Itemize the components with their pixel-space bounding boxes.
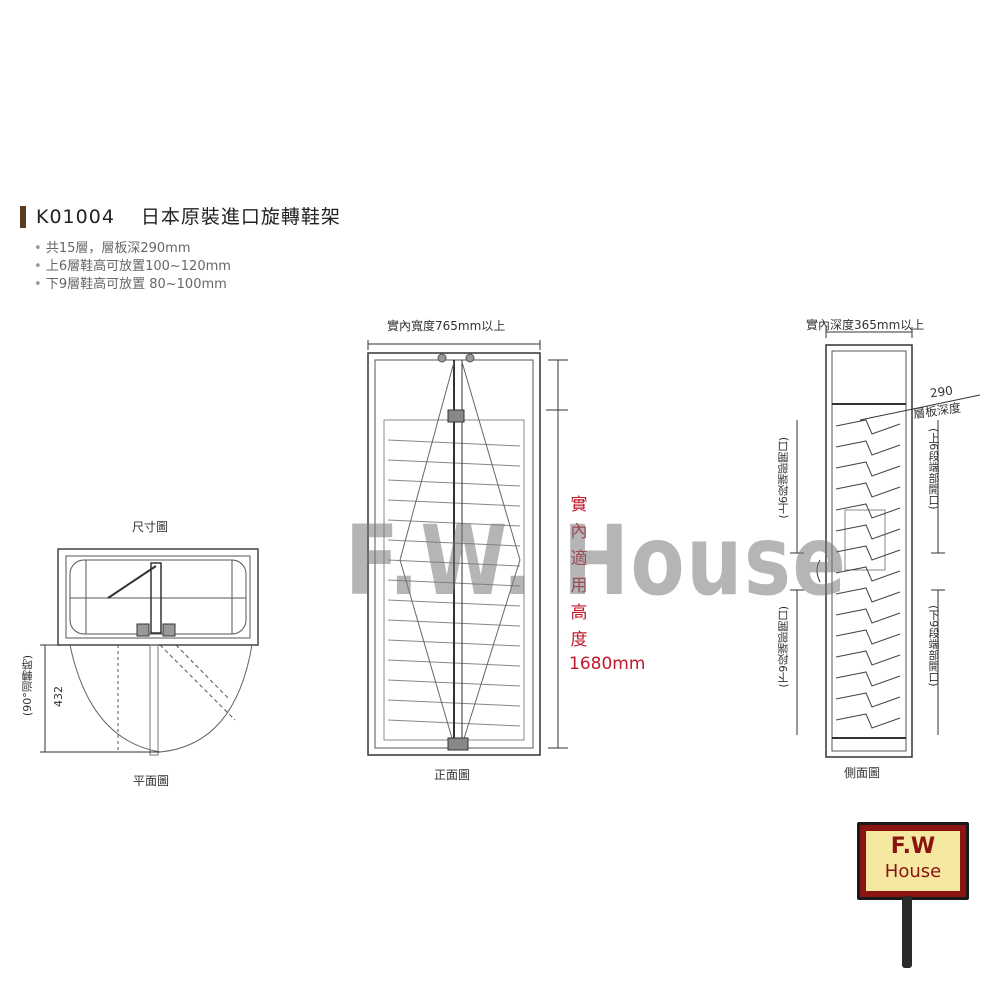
side-slat-line bbox=[835, 650, 901, 666]
watermark-text: F.W. House bbox=[345, 505, 848, 617]
side-slat-line bbox=[835, 692, 901, 708]
side-slat-line bbox=[835, 608, 901, 624]
logo-line-2: House bbox=[884, 861, 942, 882]
fw-house-logo: F.W House bbox=[857, 822, 969, 900]
spec-item: 上6層鞋高可放置100~120mm bbox=[34, 258, 231, 276]
plan-view-drawing bbox=[40, 548, 259, 756]
plan-dim-note: (90°迴轉時) bbox=[21, 655, 34, 717]
side-view-drawing bbox=[790, 327, 981, 758]
title-accent-bar bbox=[20, 206, 26, 228]
side-slat-line bbox=[835, 671, 901, 687]
side-slat-line bbox=[835, 503, 901, 519]
side-slat-line bbox=[835, 713, 901, 729]
usable-height-label: 實內適用高度 bbox=[570, 495, 588, 650]
side-lower-opening-left: (下9段端部開口) bbox=[777, 606, 790, 688]
plan-top-label: 尺寸圖 bbox=[132, 520, 169, 534]
spec-item: 下9層鞋高可放置 80~100mm bbox=[34, 276, 231, 294]
front-width-label: 實內寬度765mm以上 bbox=[387, 319, 506, 333]
side-slat-line bbox=[835, 482, 901, 498]
side-slat-line bbox=[835, 629, 901, 645]
usable-height-value: 1680mm bbox=[569, 654, 646, 674]
plan-dim-value: 432 bbox=[52, 686, 65, 707]
spec-item: 共15層，層板深290mm bbox=[34, 240, 231, 258]
product-code: K01004 bbox=[36, 206, 115, 228]
logo-pole bbox=[902, 896, 912, 968]
front-bottom-label: 正面圖 bbox=[434, 768, 471, 782]
side-depth-label: 實內深度365mm以上 bbox=[806, 318, 925, 332]
side-upper-opening-right: (上6段端部開口) bbox=[927, 428, 940, 510]
side-slat-line bbox=[835, 587, 901, 603]
front-view-drawing bbox=[367, 340, 568, 756]
side-slat-line bbox=[835, 419, 901, 435]
side-slat-line bbox=[835, 461, 901, 477]
side-slat-line bbox=[835, 524, 901, 540]
spec-list: 共15層，層板深290mm 上6層鞋高可放置100~120mm 下9層鞋高可放置… bbox=[34, 240, 231, 294]
side-slat-line bbox=[835, 440, 901, 456]
plan-bottom-label: 平面圖 bbox=[133, 774, 170, 788]
side-bottom-label: 側面圖 bbox=[844, 766, 881, 780]
side-slat-line bbox=[835, 566, 901, 582]
product-name: 日本原裝進口旋轉鞋架 bbox=[140, 206, 341, 228]
side-lower-opening-right: (下9段端部開口) bbox=[927, 605, 940, 687]
logo-line-1: F.W bbox=[890, 834, 936, 859]
page-title: K01004 日本原裝進口旋轉鞋架 bbox=[36, 202, 341, 229]
side-slat-line bbox=[835, 545, 901, 561]
